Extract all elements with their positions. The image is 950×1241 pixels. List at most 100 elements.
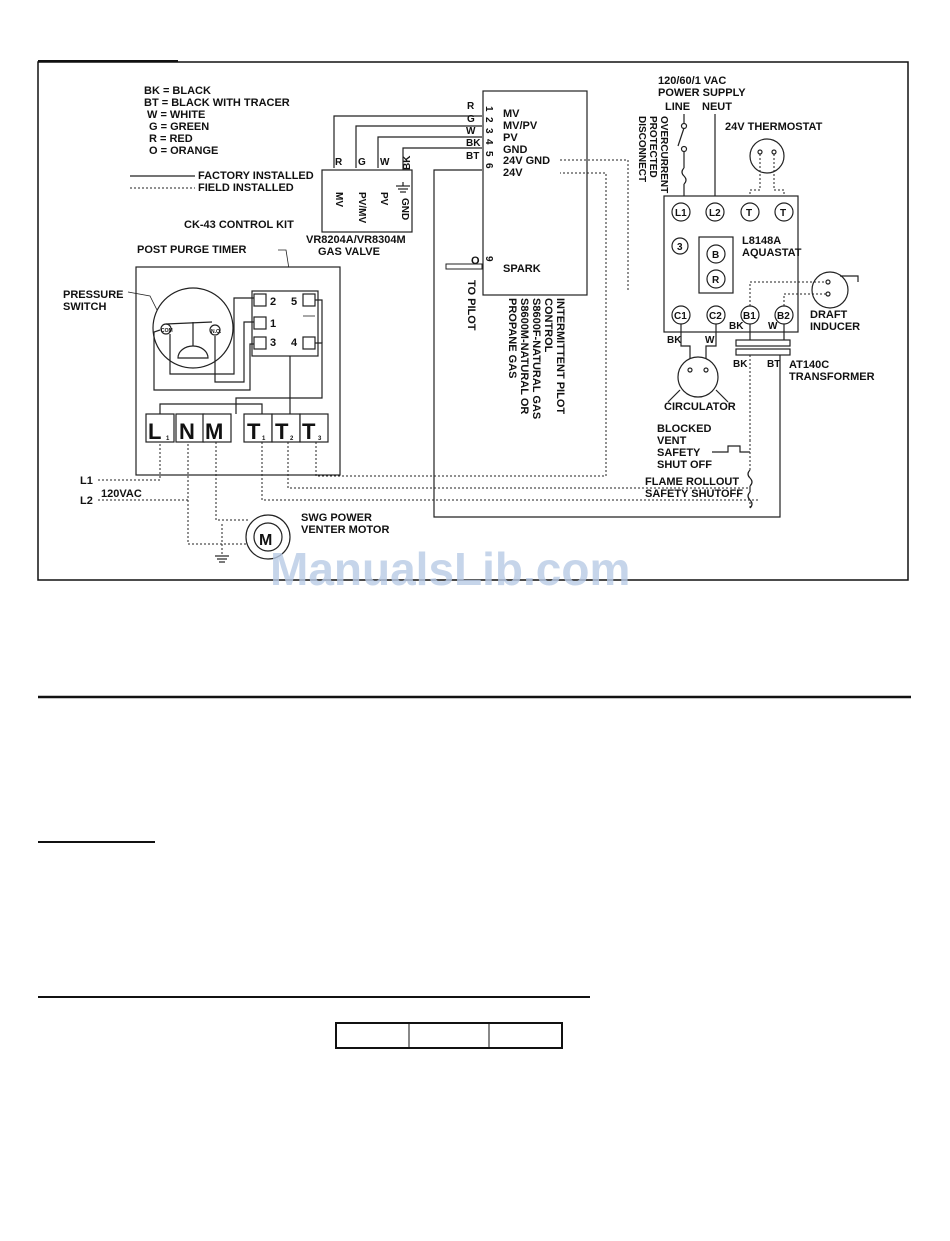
color-legend: BK = BLACK BT = BLACK WITH TRACER W = WH… — [130, 85, 314, 194]
control-terminal: 24V — [503, 167, 523, 179]
control-terminal: MV/PV — [503, 120, 538, 132]
circulator — [667, 356, 729, 403]
spark-o: O — [471, 255, 480, 267]
neut-label: NEUT — [702, 101, 732, 113]
timer-pin: 4 — [291, 337, 298, 349]
spark-lead — [445, 263, 483, 270]
l2-label: L2 — [80, 495, 93, 507]
control-pin: 5 — [483, 151, 494, 157]
draft-label: INDUCER — [810, 321, 860, 333]
legend-code: R = RED — [149, 133, 193, 145]
blocked-vent-label: BLOCKED — [657, 423, 711, 435]
wire-bk-label: BK — [733, 359, 748, 370]
thermostat-label: 24V THERMOSTAT — [725, 121, 823, 133]
motor-label: SWG POWER — [301, 512, 372, 524]
timer-pin: 1 — [270, 318, 276, 330]
disconnect-switch-icon — [677, 114, 688, 204]
control-wire-letter: W — [466, 126, 476, 137]
to-pilot-label: TO PILOT — [465, 280, 477, 331]
draft-inducer — [811, 271, 859, 309]
valve-terminal: PV/MV — [356, 192, 367, 223]
terminal-l2: L2 — [709, 208, 721, 219]
terminal-t2: T — [275, 419, 289, 444]
control-desc: PROPANE GAS — [506, 298, 518, 378]
terminal-strip: L N M T T T 1 1 2 3 — [145, 413, 329, 444]
aquastat-section: 120/60/1 VAC POWER SUPPLY LINE NEUT OVER… — [636, 75, 875, 509]
motor-label: VENTER MOTOR — [301, 524, 389, 536]
control-pin: 4 — [483, 139, 494, 145]
control-pin: 6 — [483, 163, 494, 169]
valve-wire-label: BK — [402, 155, 413, 170]
legend-code: BK = BLACK — [144, 85, 211, 97]
valve-terminal: GND — [399, 198, 410, 220]
terminal-sub: 1 — [262, 436, 266, 442]
control-terminal: PV — [503, 132, 518, 144]
blocked-vent-switch-icon — [712, 440, 753, 487]
terminal-l1: L1 — [675, 208, 687, 219]
aquastat-bottom-terminals: C1 C2 B1 B2 — [671, 305, 794, 325]
l1-label: L1 — [80, 475, 93, 487]
timer-pin: 3 — [270, 337, 276, 349]
legend-code: W = WHITE — [147, 109, 205, 121]
ground-icon — [396, 182, 410, 193]
kit-title: CK-43 CONTROL KIT — [184, 219, 294, 231]
com-label: COM — [161, 328, 173, 334]
vac-label: 120VAC — [101, 488, 142, 500]
valve-model: GAS VALVE — [318, 246, 380, 258]
spark-label: SPARK — [503, 263, 541, 275]
valve-terminal: MV — [333, 192, 344, 207]
control-pin: 3 — [483, 128, 494, 134]
terminal-b2: B2 — [777, 311, 790, 322]
control-pin: 9 — [483, 256, 494, 262]
legend-code: O = ORANGE — [149, 145, 218, 157]
control-pin: 2 — [483, 117, 494, 123]
legend-code: G = GREEN — [149, 121, 209, 133]
wire-w-label: W — [705, 335, 715, 346]
control-wire-letter: G — [467, 114, 475, 125]
draft-label: DRAFT — [810, 309, 848, 321]
pressure-switch-label: PRESSURE — [63, 289, 124, 301]
flame-rollout-switch-icon — [747, 486, 753, 509]
terminal-sub: 1 — [166, 436, 170, 442]
thermostat-icon — [749, 138, 785, 174]
legend-field: FIELD INSTALLED — [198, 182, 294, 194]
legend-factory: FACTORY INSTALLED — [198, 170, 314, 182]
diagram-frame — [37, 61, 909, 581]
post-purge-timer: 2 1 3 5 4 — [251, 290, 319, 357]
terminal-l: L — [148, 419, 161, 444]
empty-table — [335, 1022, 563, 1049]
transformer — [735, 324, 791, 356]
timer-pin: 5 — [291, 296, 297, 308]
wire-bk-label: BK — [667, 335, 682, 346]
overcurrent-label: PROTECTED — [647, 116, 658, 178]
timer-pin: 2 — [270, 296, 276, 308]
control-wire-letter: R — [467, 101, 475, 112]
terminal-sub: 2 — [290, 436, 294, 442]
terminal-r: R — [712, 275, 720, 286]
terminal-t: T — [780, 208, 786, 219]
control-terminal: MV — [503, 108, 520, 120]
blocked-vent-label: SHUT OFF — [657, 459, 712, 471]
valve-model: VR8204A/VR8304M — [306, 234, 406, 246]
supply-label: 120/60/1 VAC — [658, 75, 726, 87]
valve-wire-label: R — [335, 157, 343, 168]
venter-motor: M — [245, 514, 291, 560]
control-desc: INTERMITTENT PILOT — [554, 298, 566, 414]
control-pin: 1 — [483, 106, 494, 112]
aquastat-model: L8148A — [742, 235, 781, 247]
control-terminal: 24V GND — [503, 155, 550, 167]
valve-wire-label: W — [380, 157, 390, 168]
no-label: N.O. — [211, 329, 222, 335]
terminal-b: B — [712, 250, 719, 261]
transformer-label: TRANSFORMER — [789, 371, 875, 383]
ck43-control-kit: CK-43 CONTROL KIT POST PURGE TIMER PRESS… — [63, 219, 341, 476]
wire-w-label: W — [768, 321, 778, 332]
watermark: ManualsLib.com — [270, 543, 630, 595]
wire-bt-label: BT — [767, 359, 780, 370]
supply-label: POWER SUPPLY — [658, 87, 746, 99]
flame-rollout-label: SAFETY SHUTOFF — [645, 488, 743, 500]
gas-valve: R G W BK MV PV/MV PV GND VR8204A/VR8304M… — [306, 155, 413, 258]
motor-icon-letter: M — [259, 532, 272, 549]
control-wire-letter: BK — [466, 138, 481, 149]
terminal-m: M — [205, 419, 223, 444]
